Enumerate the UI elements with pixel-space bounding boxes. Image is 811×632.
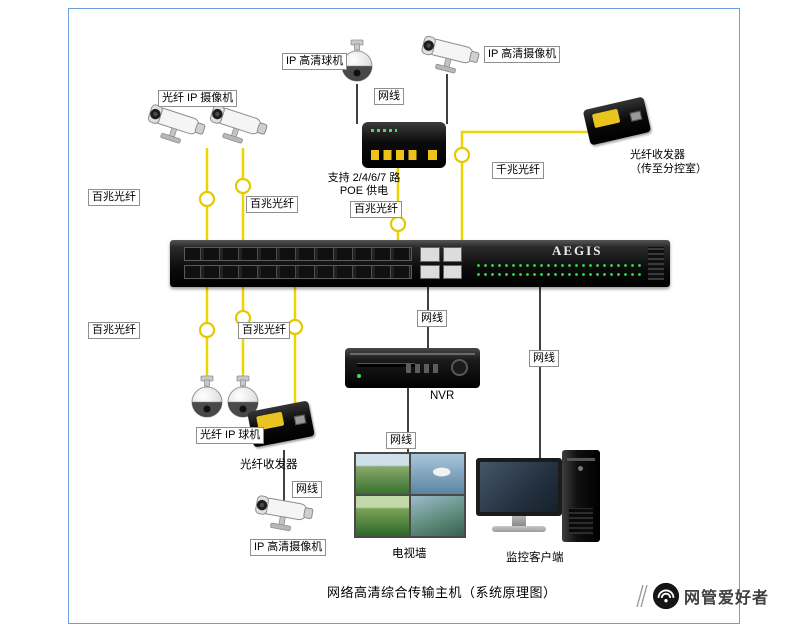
monitor-screen — [476, 458, 562, 516]
fiber-coil-icon — [453, 146, 471, 164]
diagram-caption: 网络高清综合传输主机（系统原理图） — [327, 585, 557, 600]
sfp-port-row-2 — [184, 265, 412, 279]
tv-wall — [354, 452, 466, 538]
tower-vent-grill — [569, 508, 593, 534]
rj45-port — [420, 247, 440, 262]
nvr-top-strip — [350, 353, 475, 355]
diagram-border-frame — [68, 8, 740, 624]
nvr-buttons — [406, 364, 440, 373]
tv-wall-screen-2 — [411, 454, 464, 494]
label-tv-wall: 电视墙 — [392, 548, 427, 560]
poe-label-line1: 支持 2/4/6/7 路 — [327, 172, 401, 184]
monitor-stand-neck — [512, 516, 526, 526]
label-bullet-camera-bottom: IP 高清摄像机 — [250, 539, 327, 556]
rj45-port — [442, 247, 462, 262]
label-bullet-camera-top: IP 高清摄像机 — [484, 46, 561, 63]
label-fiber-100m-left-b: 百兆光纤 — [246, 196, 298, 213]
transceiver-right-line1: 光纤收发器 — [630, 149, 685, 161]
label-client-pc: 监控客户端 — [506, 552, 564, 564]
nvr-jog-dial — [451, 359, 468, 376]
fiber-ip-dome-camera-1 — [191, 375, 223, 418]
fiber-gigabit — [460, 130, 592, 242]
nvr-disc-slot — [357, 363, 415, 367]
rj45-port — [442, 264, 462, 279]
label-fiber-100m-poe: 百兆光纤 — [350, 201, 402, 218]
label-poe-switch: 支持 2/4/6/7 路 POE 供电 — [316, 172, 412, 198]
transceiver-port — [293, 414, 307, 426]
watermark: 网管爱好者 — [636, 582, 769, 610]
led-indicator-panel — [475, 261, 643, 279]
switch-vent-grill — [648, 247, 664, 280]
poe-led-row — [371, 129, 397, 132]
poe-switch — [362, 122, 446, 168]
transceiver-label-patch — [591, 108, 621, 129]
core-switch: AEGIS — [170, 240, 670, 287]
watermark-logo-icon — [652, 582, 680, 610]
label-fiber-100m-left-a: 百兆光纤 — [88, 189, 140, 206]
client-monitor — [476, 458, 562, 542]
label-fiber-transceiver-right: 光纤收发器 （传至分控室） — [630, 148, 707, 176]
tower-drive-bay — [567, 458, 595, 461]
label-fiber-100m-bottom-a: 百兆光纤 — [88, 322, 140, 339]
rj45-port — [420, 264, 440, 279]
label-lan-transceiver: 网线 — [292, 481, 322, 498]
label-nvr: NVR — [430, 390, 455, 402]
switch-brand-logo: AEGIS — [552, 243, 603, 258]
poe-label-line2: POE 供电 — [339, 185, 389, 197]
fiber-coil-icon — [389, 215, 407, 233]
poe-uplink-port — [428, 150, 437, 160]
label-lan-tv: 网线 — [386, 432, 416, 449]
label-fiber-ip-cameras: 光纤 IP 摄像机 — [158, 90, 238, 107]
label-fiber-ip-domes: 光纤 IP 球机 — [196, 427, 265, 444]
tower-power-button — [578, 466, 583, 471]
transceiver-port — [629, 110, 643, 122]
watermark-text: 网管爱好者 — [684, 590, 770, 607]
label-lan-top: 网线 — [374, 88, 404, 105]
label-fiber-1g: 千兆光纤 — [492, 162, 544, 179]
nvr-device — [345, 348, 480, 388]
sfp-port-row-1 — [184, 247, 412, 261]
client-pc-tower — [562, 450, 600, 542]
poe-port-row — [371, 150, 421, 160]
tv-wall-screen-4 — [411, 496, 464, 536]
monitor-stand-base — [492, 526, 546, 532]
fiber-coil-icon — [286, 318, 304, 336]
tv-wall-screen-3 — [356, 496, 409, 536]
transceiver-right-line2: （传至分控室） — [630, 163, 707, 175]
nvr-power-led — [357, 374, 361, 378]
label-dome-camera-top: IP 高清球机 — [282, 53, 348, 70]
label-fiber-100m-bottom-b: 百兆光纤 — [238, 322, 290, 339]
tv-wall-screen-1 — [356, 454, 409, 494]
fiber-coil-icon — [198, 190, 216, 208]
fiber-coil-icon — [234, 177, 252, 195]
label-lan-nvr: 网线 — [417, 310, 447, 327]
label-fiber-transceiver-bottom: 光纤收发器 — [240, 459, 298, 471]
rj45-port-block — [420, 247, 462, 279]
fiber-coil-icon — [198, 321, 216, 339]
watermark-slashes-icon — [636, 584, 648, 608]
label-lan-client: 网线 — [529, 350, 559, 367]
